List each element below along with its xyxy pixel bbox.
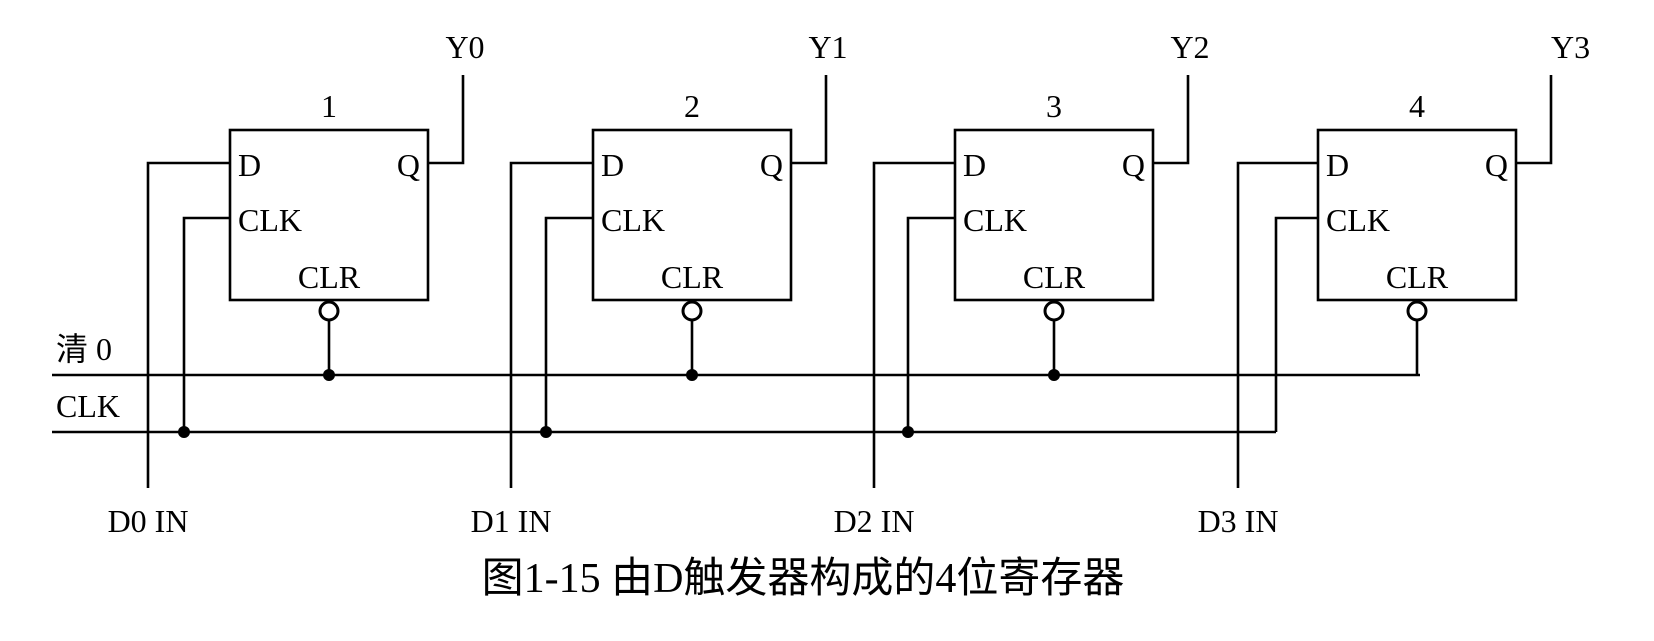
input-label: D3 IN	[1198, 503, 1279, 539]
flip-flop-number: 2	[684, 88, 700, 124]
clock-wire	[1274, 216, 1318, 432]
clock-junction-dot	[540, 426, 552, 438]
clear-inversion-bubble	[681, 300, 703, 322]
clock-wire	[182, 216, 230, 432]
clear-bus-label: 清 0	[56, 331, 112, 367]
q-output-wire	[1516, 75, 1553, 165]
pin-q-label: Q	[1122, 147, 1145, 183]
flip-flop-body	[953, 128, 1155, 302]
flip-flop-body	[228, 128, 430, 302]
output-label: Y0	[445, 29, 484, 65]
clock-wire	[544, 216, 593, 432]
q-output-wire	[791, 75, 828, 165]
clear-inversion-bubble	[1043, 300, 1065, 322]
q-output-wire	[428, 75, 465, 165]
pin-clk-label: CLK	[1326, 202, 1390, 238]
input-label: D2 IN	[834, 503, 915, 539]
pin-d-label: D	[963, 147, 986, 183]
clear-junction-dot	[1048, 369, 1060, 381]
d-input-wire	[146, 161, 230, 488]
clock-bus-label: CLK	[56, 388, 120, 424]
flip-flop-number: 3	[1046, 88, 1062, 124]
clock-junction-dot	[178, 426, 190, 438]
pin-clr-label: CLR	[661, 259, 724, 295]
d-input-wire	[509, 161, 593, 488]
pin-q-label: Q	[760, 147, 783, 183]
d-input-wire	[872, 161, 955, 488]
flip-flop-number: 1	[321, 88, 337, 124]
pin-clk-label: CLK	[601, 202, 665, 238]
flip-flop-4: 4 D Q CLK CLR Y3 D3 IN	[1198, 29, 1591, 539]
clear-inversion-bubble	[318, 300, 340, 322]
pin-clr-label: CLR	[298, 259, 361, 295]
flip-flop-number: 4	[1409, 88, 1425, 124]
clear-junction-dot	[686, 369, 698, 381]
d-input-wire	[1236, 161, 1318, 488]
flip-flop-body	[591, 128, 793, 302]
clear-junction-dot	[323, 369, 335, 381]
pin-q-label: Q	[1485, 147, 1508, 183]
flip-flop-3: 3 D Q CLK CLR Y2 D2 IN	[834, 29, 1210, 539]
input-label: D0 IN	[108, 503, 189, 539]
flip-flop-2: 2 D Q CLK CLR Y1 D1 IN	[471, 29, 848, 539]
pin-clr-label: CLR	[1386, 259, 1449, 295]
q-output-wire	[1153, 75, 1190, 165]
output-label: Y2	[1170, 29, 1209, 65]
pin-d-label: D	[1326, 147, 1349, 183]
pin-q-label: Q	[397, 147, 420, 183]
pin-clk-label: CLK	[238, 202, 302, 238]
clock-wire	[906, 216, 955, 432]
flip-flop-1: 1 D Q CLK CLR Y0 D0 IN	[108, 29, 485, 539]
pin-clr-label: CLR	[1023, 259, 1086, 295]
input-label: D1 IN	[471, 503, 552, 539]
clock-junction-dot	[902, 426, 914, 438]
pin-d-label: D	[601, 147, 624, 183]
output-label: Y1	[808, 29, 847, 65]
pin-d-label: D	[238, 147, 261, 183]
flip-flop-body	[1316, 128, 1518, 302]
output-label: Y3	[1551, 29, 1590, 65]
clear-inversion-bubble	[1406, 300, 1428, 322]
figure-caption: 图1-15 由D触发器构成的4位寄存器	[482, 555, 1125, 602]
pin-clk-label: CLK	[963, 202, 1027, 238]
